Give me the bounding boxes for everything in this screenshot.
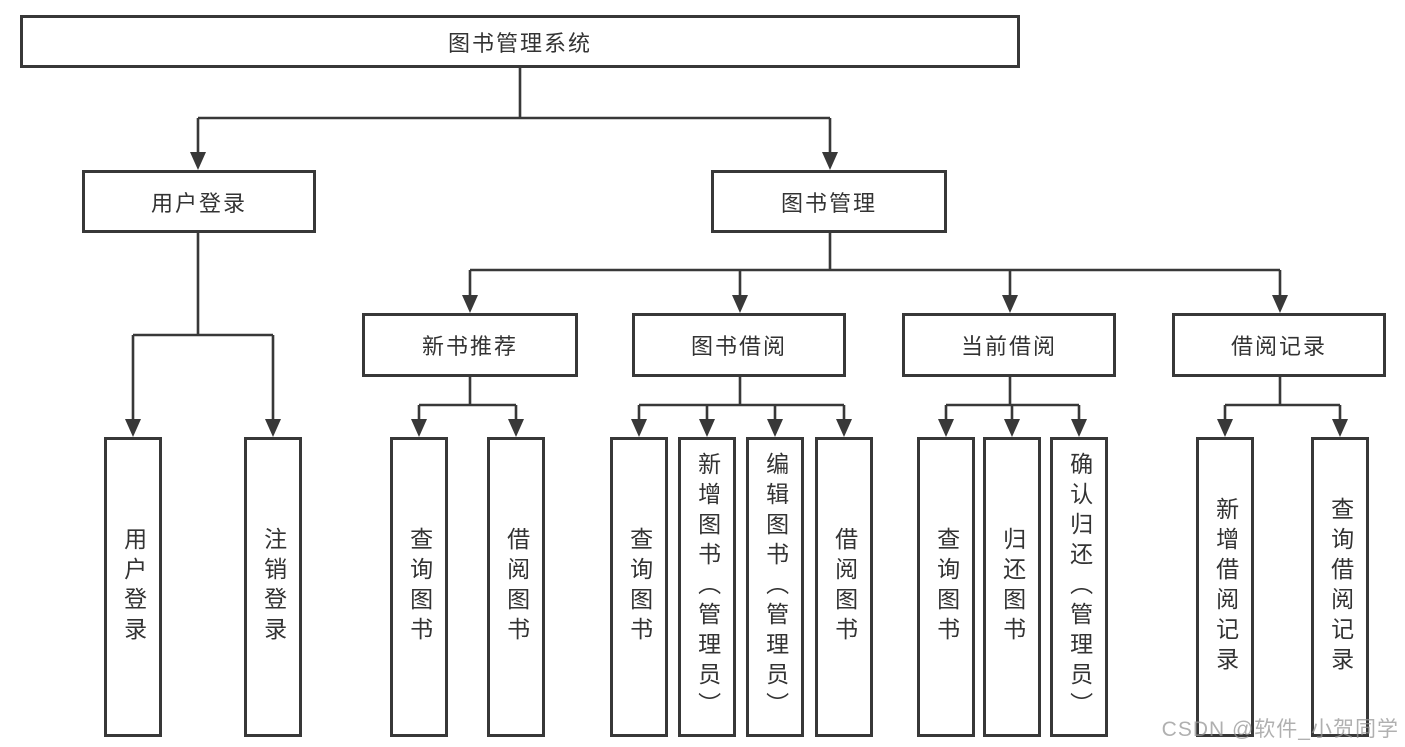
- leaf-add-borrow-record: 新增借阅记录: [1196, 437, 1254, 737]
- connector-book-borrow-to-leaves: [631, 377, 852, 437]
- leaf-add-book-admin: 新增图书（管理员）: [678, 437, 736, 737]
- connector-new-book-to-leaves: [411, 377, 524, 437]
- leaf-borrow-books-2: 借阅图书: [815, 437, 873, 737]
- node-new-book-recommend: 新书推荐: [362, 313, 578, 377]
- leaf-query-books-2: 查询图书: [610, 437, 668, 737]
- connector-book-management-to-level3: [462, 233, 1288, 313]
- csdn-watermark: CSDN @软件_小贺同学: [1161, 718, 1399, 741]
- connector-user-login-to-leaves: [125, 233, 281, 437]
- connector-root-to-level2: [190, 68, 838, 170]
- node-user-login: 用户登录: [82, 170, 316, 233]
- leaf-confirm-return-admin: 确认归还（管理员）: [1050, 437, 1108, 737]
- connector-borrow-records-to-leaves: [1217, 377, 1348, 437]
- leaf-query-books-3: 查询图书: [917, 437, 975, 737]
- leaf-query-books-1: 查询图书: [390, 437, 448, 737]
- node-book-management: 图书管理: [711, 170, 947, 233]
- node-root-library-system: 图书管理系统: [20, 15, 1020, 68]
- leaf-query-borrow-record: 查询借阅记录: [1311, 437, 1369, 737]
- leaf-return-book: 归还图书: [983, 437, 1041, 737]
- leaf-user-login: 用户登录: [104, 437, 162, 737]
- node-book-borrow: 图书借阅: [632, 313, 846, 377]
- node-borrow-records: 借阅记录: [1172, 313, 1386, 377]
- leaf-edit-book-admin: 编辑图书（管理员）: [746, 437, 804, 737]
- node-current-borrow: 当前借阅: [902, 313, 1116, 377]
- leaf-logout: 注销登录: [244, 437, 302, 737]
- connector-current-borrow-to-leaves: [938, 377, 1087, 437]
- leaf-borrow-books-1: 借阅图书: [487, 437, 545, 737]
